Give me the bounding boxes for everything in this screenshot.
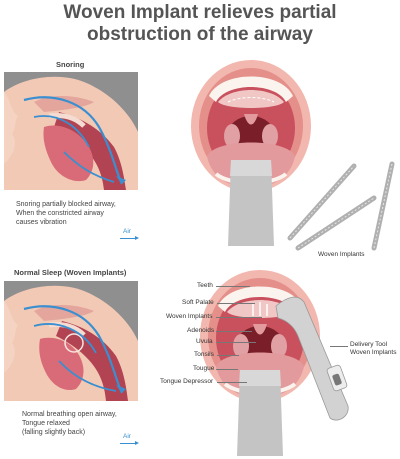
label-uvula-line (216, 342, 256, 343)
page-title: Woven Implant relieves partial obstructi… (0, 2, 400, 46)
label-woven-implants: Woven Implants (166, 313, 213, 320)
snoring-caption-line-1: Snoring partially blocked airway, (16, 201, 116, 208)
label-tougue: Tougue (193, 365, 215, 372)
snoring-caption-line-2: When the constricted airway (16, 210, 104, 217)
label-teeth-line (216, 286, 250, 287)
label-woven-implants-line (216, 317, 262, 318)
normal-caption-line-2: Tongue relaxed (22, 420, 70, 427)
snoring-caption-line-3: causes vibration (16, 219, 67, 226)
label-tonsils: Tonsils (194, 351, 214, 358)
label-delivery-tool: Delivery Tool Woven Implants (350, 341, 396, 357)
label-tonsils-line (217, 355, 239, 356)
woven-implants-illustration (287, 161, 395, 251)
snoring-caption: Snoring partially blocked airway, When t… (16, 200, 116, 227)
label-tongue-depressor-line (217, 382, 247, 383)
label-soft-palate-line (217, 303, 255, 304)
label-tougue-line (216, 369, 238, 370)
label-delivery-tool-line-2: Woven Implants (350, 349, 397, 356)
normal-caption: Normal breathing open airway, Tongue rel… (22, 410, 117, 437)
woven-implants-label: Woven Implants (318, 251, 365, 258)
normal-cross-section-illustration (4, 281, 138, 401)
label-adenoids-line (216, 331, 252, 332)
snoring-cross-section-illustration (4, 72, 138, 190)
normal-caption-line-1: Normal breathing open airway, (22, 411, 117, 418)
label-soft-palate: Soft Palate (182, 299, 214, 306)
open-mouth-illustration (191, 60, 311, 246)
label-tongue-depressor: Tongue Depressor (160, 378, 214, 385)
normal-panel-title: Normal Sleep (Woven Implants) (14, 268, 127, 277)
snoring-air-label: Air (123, 228, 131, 235)
title-line-2: obstruction of the airway (87, 24, 313, 45)
label-adenoids: Adenoids (187, 327, 215, 334)
label-teeth: Teeth (197, 282, 213, 289)
open-mouth-with-tool-illustration (200, 270, 349, 456)
normal-air-arrow (120, 441, 139, 445)
label-uvula: Uvula (196, 338, 213, 345)
snoring-air-arrow (120, 236, 139, 240)
normal-caption-line-3: (falling slightly back) (22, 429, 86, 436)
label-delivery-tool-line (330, 346, 348, 347)
snoring-panel-title: Snoring (56, 60, 85, 69)
title-line-1: Woven Implant relieves partial (63, 2, 337, 23)
label-delivery-tool-line-1: Delivery Tool (350, 341, 388, 348)
normal-air-label: Air (123, 433, 131, 440)
